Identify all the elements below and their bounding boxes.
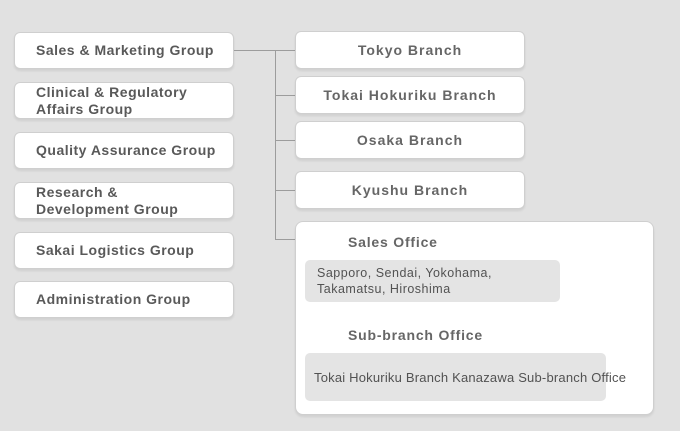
group-box-research-development: Research &Development Group <box>14 182 234 219</box>
branch-label: Osaka Branch <box>356 132 464 148</box>
group-label: Sales & Marketing Group <box>36 42 214 59</box>
group-label: Clinical & Regulatory <box>36 84 188 100</box>
connector-vertical-trunk <box>275 50 276 240</box>
connector-stub-sales-office <box>275 239 295 240</box>
branch-label: Kyushu Branch <box>351 182 469 198</box>
branch-label: Tokai Hokuriku Branch <box>323 87 497 103</box>
group-label: Research & <box>36 184 119 200</box>
sales-office-panel: Sales Office Sapporo, Sendai, Yokohama, … <box>295 221 654 415</box>
group-label: Administration Group <box>36 291 191 308</box>
branch-box-osaka: Osaka Branch <box>295 121 525 159</box>
group-label: Sakai Logistics Group <box>36 242 195 259</box>
sales-office-locations: Sapporo, Sendai, Yokohama, Takamatsu, Hi… <box>305 260 560 302</box>
branch-label: Tokyo Branch <box>357 42 463 58</box>
connector-stub-osaka <box>275 140 295 141</box>
group-label: Quality Assurance Group <box>36 142 216 159</box>
group-box-sakai-logistics: Sakai Logistics Group <box>14 232 234 269</box>
sales-office-title: Sales Office <box>348 234 438 250</box>
group-box-sales-marketing: Sales & Marketing Group <box>14 32 234 69</box>
sub-branch-office-item: Tokai Hokuriku Branch Kanazawa Sub-branc… <box>305 353 626 401</box>
group-box-quality-assurance: Quality Assurance Group <box>14 132 234 169</box>
group-box-administration: Administration Group <box>14 281 234 318</box>
connector-stub-kyushu <box>275 190 295 191</box>
branch-box-kyushu: Kyushu Branch <box>295 171 525 209</box>
branch-box-tokyo: Tokyo Branch <box>295 31 525 69</box>
branch-box-tokai-hokuriku: Tokai Hokuriku Branch <box>295 76 525 114</box>
connector-horizontal-main <box>234 50 295 51</box>
connector-stub-tokai <box>275 95 295 96</box>
sub-branch-office-title: Sub-branch Office <box>348 327 483 343</box>
